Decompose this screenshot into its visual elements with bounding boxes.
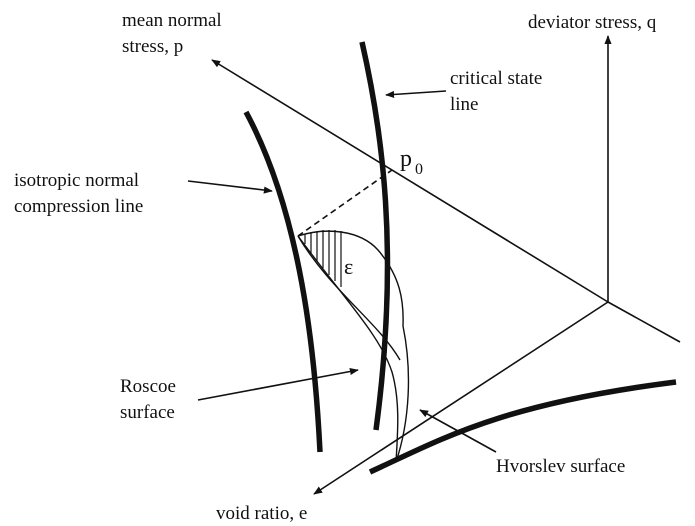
isotropic-label-line1: isotropic normal <box>14 170 139 191</box>
roscoe-pointer <box>197 367 359 401</box>
roscoe-label-line1: Roscoe <box>120 376 176 397</box>
p0-subscript: 0 <box>415 161 423 178</box>
isotropic-normal-compression-line <box>243 110 323 453</box>
hatched-region <box>304 230 342 287</box>
label-pointers <box>187 90 497 453</box>
dashed-projection-line <box>297 169 393 237</box>
void-ratio-label: void ratio, e <box>216 503 307 524</box>
roscoe-label-line2: surface <box>120 402 175 423</box>
roscoe-surface-inner-curve <box>297 235 401 361</box>
isotropic-pointer <box>187 180 273 194</box>
q-direction-line <box>607 301 681 343</box>
hvorslev-surface-edge <box>395 325 410 463</box>
deviator-stress-label: deviator stress, q <box>528 12 657 33</box>
critical-state-label-line1: critical state <box>450 68 542 89</box>
critical-state-line <box>359 41 391 431</box>
critical-state-pointer <box>385 90 447 99</box>
roscoe-surface-outer-curve <box>297 230 404 327</box>
elliptical-yield-curve <box>297 235 399 463</box>
mean-normal-stress-label-line1: mean normal <box>122 10 222 31</box>
mean-normal-stress-label-line2: stress, p <box>122 36 183 57</box>
mean-normal-stress-axis <box>211 59 609 303</box>
epsilon-symbol: ε <box>344 254 353 279</box>
hvorslev-pointer <box>419 409 497 453</box>
axes <box>211 35 681 495</box>
isotropic-label-line2: compression line <box>14 196 143 217</box>
void-ratio-axis <box>313 301 609 495</box>
curves <box>243 41 677 475</box>
p0-symbol: p <box>400 146 412 172</box>
hvorslev-label: Hvorslev surface <box>496 456 625 477</box>
critical-state-label-line2: line <box>450 94 479 115</box>
